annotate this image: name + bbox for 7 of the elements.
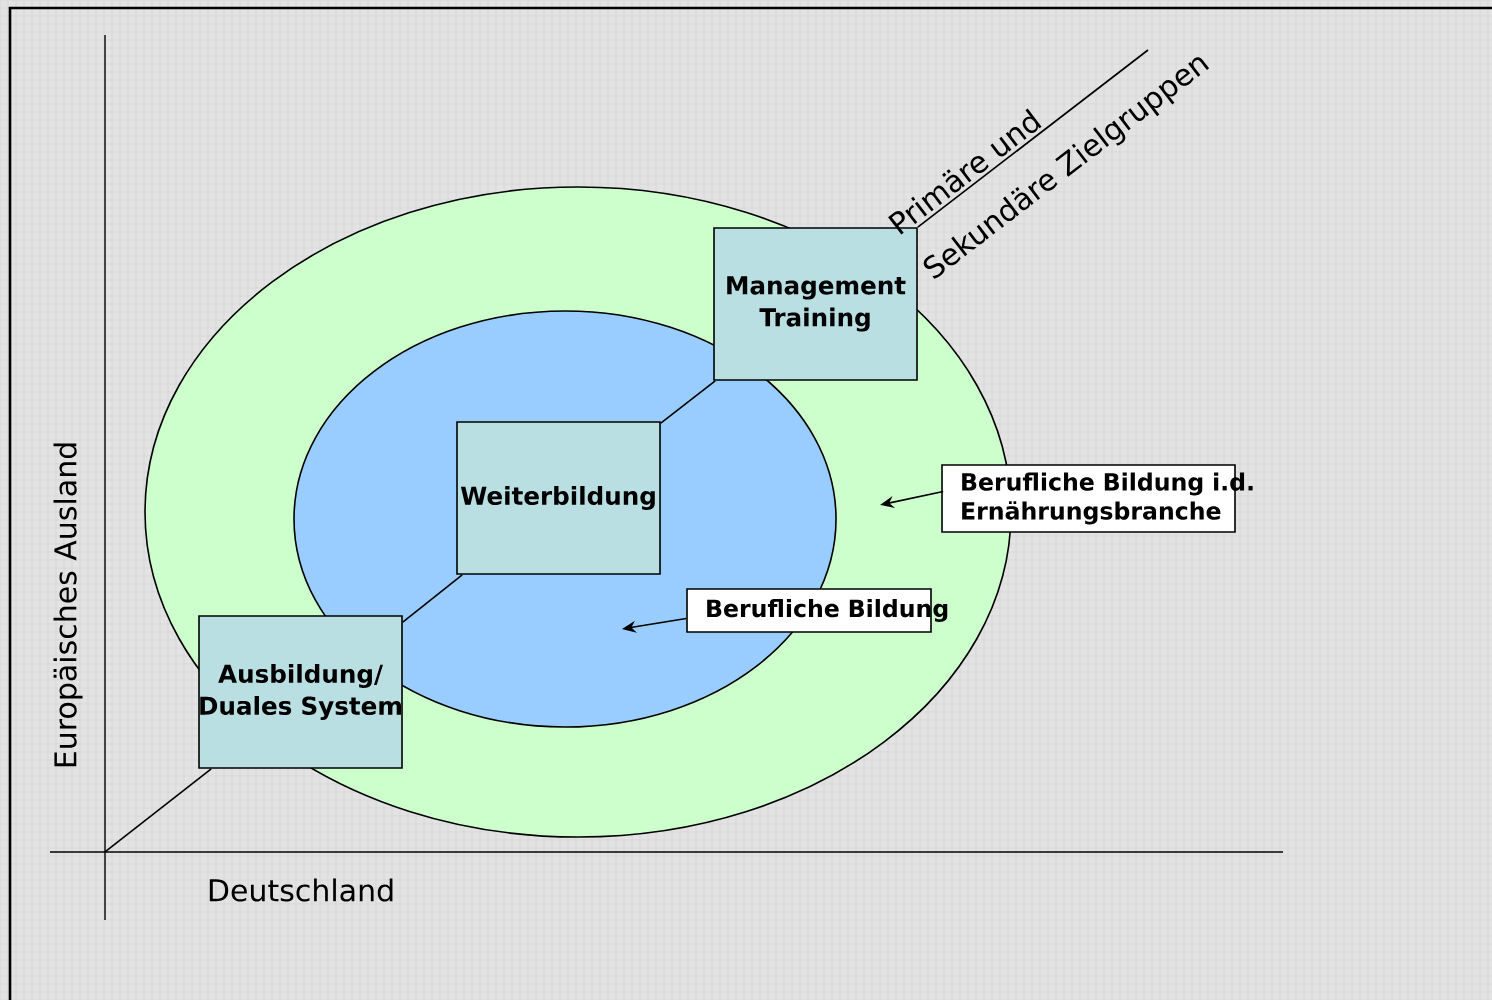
connector-line [402,574,463,623]
connector-line [104,768,212,853]
axis-label: Europäisches Ausland [53,443,83,767]
label-box: Weiterbildung [456,421,661,575]
axis-label: Deutschland [209,878,393,902]
connector-line [660,380,716,424]
connector-line [917,49,1149,228]
